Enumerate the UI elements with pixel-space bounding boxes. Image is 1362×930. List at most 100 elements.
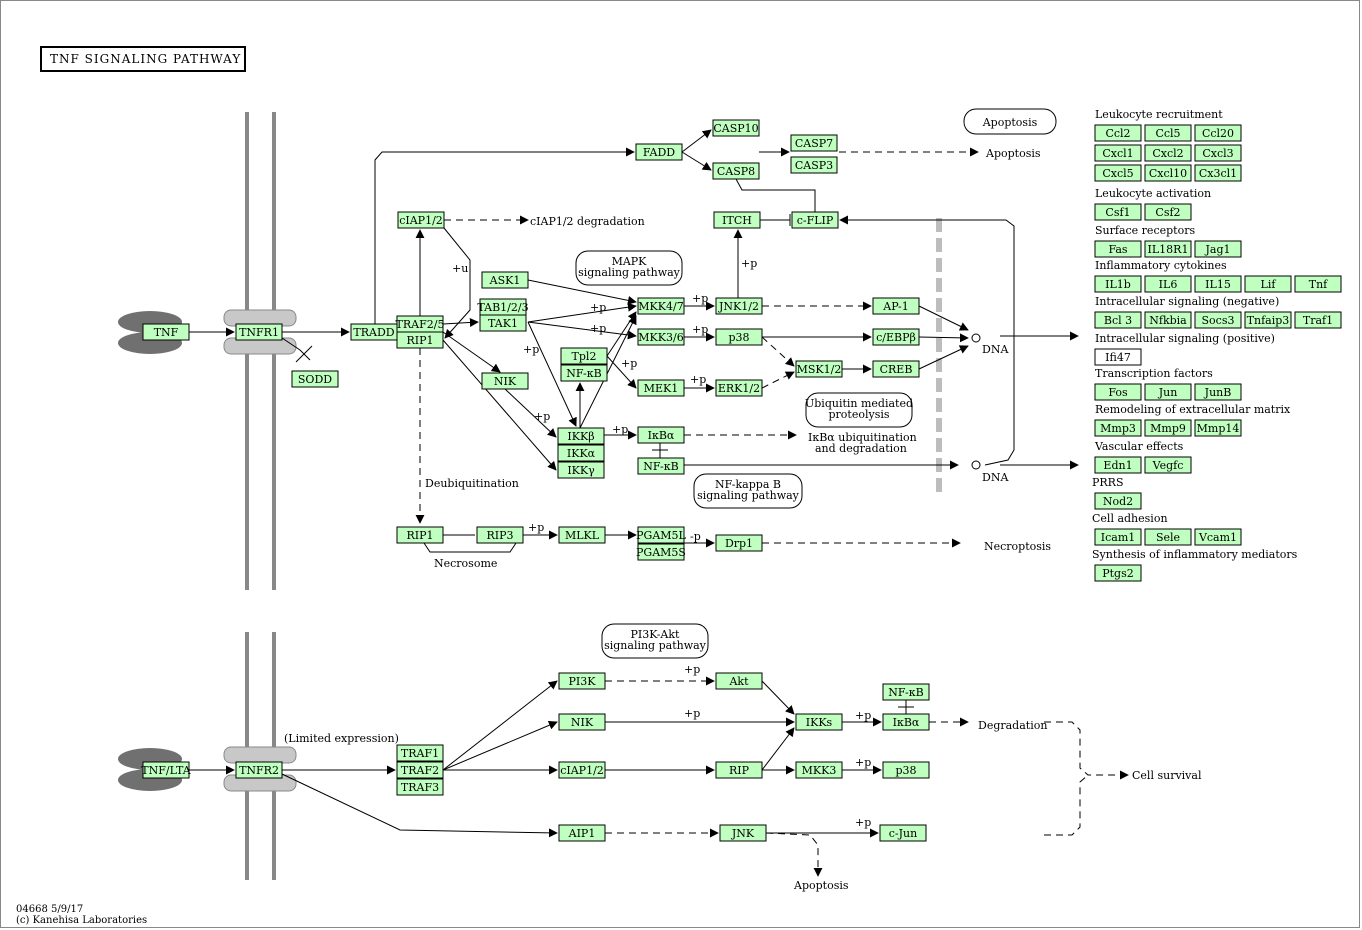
gene-tab123[interactable]: TAB1/2/3 bbox=[477, 298, 529, 316]
gene-cflip[interactable]: c-FLIP bbox=[791, 211, 839, 229]
gene-casp8[interactable]: CASP8 bbox=[712, 162, 760, 180]
gene-rip3[interactable]: RIP3 bbox=[476, 526, 524, 544]
target-gene-edn1[interactable]: Edn1 bbox=[1094, 456, 1142, 474]
gene-traf1[interactable]: TRAF1 bbox=[396, 744, 444, 762]
target-gene-vegfc[interactable]: Vegfc bbox=[1144, 456, 1192, 474]
gene-rip1b[interactable]: RIP1 bbox=[396, 526, 444, 544]
gene-traf3[interactable]: TRAF3 bbox=[396, 778, 444, 796]
gene-fadd[interactable]: FADD bbox=[635, 143, 683, 161]
target-gene-mmp9[interactable]: Mmp9 bbox=[1144, 419, 1192, 437]
gene-erk12[interactable]: ERK1/2 bbox=[715, 379, 763, 397]
target-gene-ccl20[interactable]: Ccl20 bbox=[1194, 124, 1242, 142]
target-gene-cxcl10[interactable]: Cxcl10 bbox=[1144, 164, 1192, 182]
apoptosis-pathway-link[interactable]: Apoptosis bbox=[982, 116, 1038, 129]
gene-aip1[interactable]: AIP1 bbox=[558, 824, 606, 842]
target-gene-il1b[interactable]: IL1b bbox=[1094, 275, 1142, 293]
pi3k-link-line2[interactable]: signaling pathway bbox=[604, 639, 707, 652]
gene-ikba2[interactable]: IκBα bbox=[882, 713, 930, 731]
target-gene-ccl5[interactable]: Ccl5 bbox=[1144, 124, 1192, 142]
gene-ikkg[interactable]: IKKγ bbox=[557, 461, 605, 479]
target-gene-ccl2[interactable]: Ccl2 bbox=[1094, 124, 1142, 142]
target-gene-cx3cl1[interactable]: Cx3cl1 bbox=[1194, 164, 1242, 182]
gene-tnfr1[interactable]: TNFR1 bbox=[235, 323, 283, 341]
gene-ikba[interactable]: IκBα bbox=[637, 426, 685, 444]
gene-pgam5l[interactable]: PGAM5L bbox=[636, 526, 687, 544]
gene-tnf[interactable]: TNF bbox=[142, 323, 190, 341]
gene-nfkb_lower[interactable]: NF-κB bbox=[637, 457, 685, 475]
target-gene-csf1[interactable]: Csf1 bbox=[1094, 203, 1142, 221]
target-gene-ifi47[interactable]: Ifi47 bbox=[1094, 348, 1142, 366]
target-gene-sele[interactable]: Sele bbox=[1144, 528, 1192, 546]
gene-p38[interactable]: p38 bbox=[715, 328, 763, 346]
gene-mlkl[interactable]: MLKL bbox=[558, 526, 606, 544]
gene-nik2[interactable]: NIK bbox=[558, 713, 606, 731]
gene-casp3[interactable]: CASP3 bbox=[790, 156, 838, 174]
gene-rip[interactable]: RIP bbox=[715, 761, 763, 779]
gene-rip1[interactable]: RIP1 bbox=[396, 331, 444, 349]
gene-nik[interactable]: NIK bbox=[481, 372, 529, 390]
target-gene-il18r1[interactable]: IL18R1 bbox=[1144, 240, 1192, 258]
gene-casp10[interactable]: CASP10 bbox=[712, 119, 760, 137]
gene-traf25[interactable]: TRAF2/5 bbox=[396, 315, 445, 333]
target-gene-tnf[interactable]: Tnf bbox=[1294, 275, 1342, 293]
gene-ask1[interactable]: ASK1 bbox=[481, 271, 529, 289]
gene-tradd[interactable]: TRADD bbox=[350, 323, 398, 341]
target-gene-cxcl3[interactable]: Cxcl3 bbox=[1194, 144, 1242, 162]
target-gene-cxcl1[interactable]: Cxcl1 bbox=[1094, 144, 1142, 162]
gene-drp1[interactable]: Drp1 bbox=[715, 534, 763, 552]
target-gene-ptgs2[interactable]: Ptgs2 bbox=[1094, 564, 1142, 582]
gene-tnflta[interactable]: TNF/LTA bbox=[141, 761, 192, 779]
target-gene-bcl3[interactable]: Bcl 3 bbox=[1094, 311, 1142, 329]
gene-ikka[interactable]: IKKα bbox=[557, 444, 605, 462]
gene-cjun[interactable]: c-Jun bbox=[879, 824, 927, 842]
target-gene-vcam1[interactable]: Vcam1 bbox=[1194, 528, 1242, 546]
gene-mkk36[interactable]: MKK3/6 bbox=[637, 328, 685, 346]
gene-jnk12[interactable]: JNK1/2 bbox=[715, 297, 763, 315]
target-gene-nfkbia[interactable]: Nfkbia bbox=[1144, 311, 1192, 329]
gene-msk12[interactable]: MSK1/2 bbox=[795, 360, 843, 378]
gene-itch[interactable]: ITCH bbox=[713, 211, 761, 229]
gene-ciap12[interactable]: cIAP1/2 bbox=[397, 211, 445, 229]
target-gene-mmp14[interactable]: Mmp14 bbox=[1194, 419, 1242, 437]
pi3k-link-line1[interactable]: PI3K-Akt bbox=[631, 628, 680, 641]
gene-nfkb_upper[interactable]: NF-κB bbox=[560, 364, 608, 382]
target-gene-fas[interactable]: Fas bbox=[1094, 240, 1142, 258]
gene-ap1[interactable]: AP-1 bbox=[872, 297, 920, 315]
target-gene-icam1[interactable]: Icam1 bbox=[1094, 528, 1142, 546]
target-gene-tnfaip3[interactable]: Tnfaip3 bbox=[1244, 311, 1292, 329]
target-gene-traf1[interactable]: Traf1 bbox=[1294, 311, 1342, 329]
gene-jnk[interactable]: JNK bbox=[719, 824, 767, 842]
target-gene-fos[interactable]: Fos bbox=[1094, 383, 1142, 401]
gene-tak1[interactable]: TAK1 bbox=[479, 314, 527, 332]
gene-mkk3[interactable]: MKK3 bbox=[795, 761, 843, 779]
ubiquitin-link-line1[interactable]: Ubiquitin mediated bbox=[805, 397, 913, 410]
gene-traf2[interactable]: TRAF2 bbox=[396, 761, 444, 779]
ubiquitin-link-line2[interactable]: proteolysis bbox=[828, 408, 889, 421]
gene-mkk47[interactable]: MKK4/7 bbox=[637, 297, 685, 315]
target-gene-il6[interactable]: IL6 bbox=[1144, 275, 1192, 293]
target-gene-il15[interactable]: IL15 bbox=[1194, 275, 1242, 293]
nfkb-link-line1[interactable]: NF-kappa B bbox=[715, 478, 781, 491]
gene-pgam5s[interactable]: PGAM5S bbox=[636, 543, 686, 561]
target-gene-csf2[interactable]: Csf2 bbox=[1144, 203, 1192, 221]
gene-tpl2[interactable]: Tpl2 bbox=[560, 347, 608, 365]
gene-casp7[interactable]: CASP7 bbox=[790, 134, 838, 152]
gene-nfkb3[interactable]: NF-κB bbox=[882, 683, 930, 701]
gene-cebpb[interactable]: c/EBPβ bbox=[872, 328, 920, 346]
target-gene-jag1[interactable]: Jag1 bbox=[1194, 240, 1242, 258]
gene-ikkb[interactable]: IKKβ bbox=[557, 427, 605, 445]
gene-creb[interactable]: CREB bbox=[872, 360, 920, 378]
target-gene-socs3[interactable]: Socs3 bbox=[1194, 311, 1242, 329]
gene-ikks[interactable]: IKKs bbox=[795, 713, 843, 731]
target-gene-cxcl5[interactable]: Cxcl5 bbox=[1094, 164, 1142, 182]
target-gene-jun[interactable]: Jun bbox=[1144, 383, 1192, 401]
gene-mek1[interactable]: MEK1 bbox=[637, 379, 685, 397]
gene-p38b[interactable]: p38 bbox=[882, 761, 930, 779]
gene-pi3k[interactable]: PI3K bbox=[558, 672, 606, 690]
target-gene-junb[interactable]: JunB bbox=[1194, 383, 1242, 401]
mapk-link-line2[interactable]: signaling pathway bbox=[578, 266, 681, 279]
gene-sodd[interactable]: SODD bbox=[291, 370, 339, 388]
nfkb-link-line2[interactable]: signaling pathway bbox=[697, 489, 800, 502]
target-gene-lif[interactable]: Lif bbox=[1244, 275, 1292, 293]
gene-ciap12b[interactable]: cIAP1/2 bbox=[558, 761, 606, 779]
